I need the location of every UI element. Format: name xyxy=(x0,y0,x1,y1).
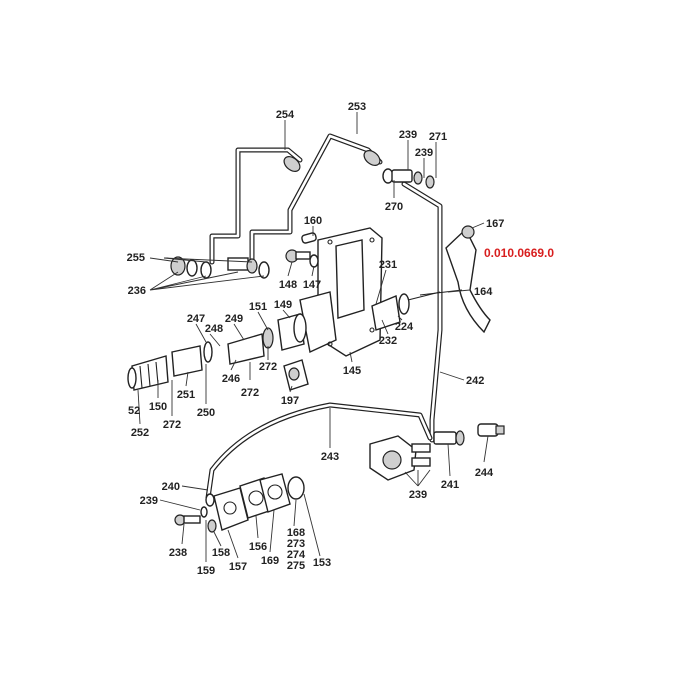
callout-157: 157 xyxy=(229,561,247,573)
washer-158 xyxy=(207,519,217,533)
seal-ring-168 xyxy=(287,476,305,500)
tube-242 xyxy=(401,181,443,443)
callout-159: 159 xyxy=(197,565,215,577)
callout-242: 242 xyxy=(466,375,484,387)
fitting-241 xyxy=(433,430,465,446)
callout-labels: 254 253 239 271 239 270 167 0.010.0669.0… xyxy=(127,101,555,577)
callout-246: 246 xyxy=(222,373,240,385)
callout-160: 160 xyxy=(304,215,322,227)
pin-160 xyxy=(301,232,317,244)
callout-275: 275 xyxy=(287,560,305,572)
valve-231 xyxy=(371,291,441,331)
callout-164: 164 xyxy=(474,286,493,298)
callout-239: 239 xyxy=(140,495,158,507)
callout-252: 252 xyxy=(131,427,149,439)
callout-197: 197 xyxy=(281,395,299,407)
callout-270: 270 xyxy=(385,201,403,213)
tube-nut-253 xyxy=(363,150,381,166)
washer-240 xyxy=(200,493,215,518)
gasket-169 xyxy=(259,473,291,513)
bolt-148 xyxy=(285,249,311,263)
callout-239: 239 xyxy=(415,147,433,159)
callout-247: 247 xyxy=(187,313,205,325)
tube-254 xyxy=(209,147,303,265)
part-number-highlight: 0.010.0669.0 xyxy=(484,246,554,260)
callout-153: 153 xyxy=(313,557,331,569)
callout-249: 249 xyxy=(225,313,243,325)
callout-238: 238 xyxy=(169,547,187,559)
callout-236: 236 xyxy=(128,285,146,297)
bolt-238 xyxy=(174,514,201,526)
callout-156: 156 xyxy=(249,541,267,553)
callout-151: 151 xyxy=(249,301,267,313)
callout-250: 250 xyxy=(197,407,215,419)
piston-assembly xyxy=(127,313,307,391)
callout-274: 274 xyxy=(287,549,306,561)
callout-240: 240 xyxy=(162,481,180,493)
housing-145 xyxy=(299,227,383,357)
tube-243 xyxy=(205,402,433,501)
shift-fork-164 xyxy=(419,225,491,334)
callout-168: 168 xyxy=(287,527,305,539)
tube-nut-254 xyxy=(283,156,301,172)
callout-241: 241 xyxy=(441,479,459,491)
fitting-197 xyxy=(283,359,309,391)
callout-224: 224 xyxy=(395,321,414,333)
callout-244: 244 xyxy=(475,467,494,479)
callout-251: 251 xyxy=(177,389,195,401)
callout-52: 52 xyxy=(128,405,140,417)
callout-271: 271 xyxy=(429,131,447,143)
callout-255: 255 xyxy=(127,252,145,264)
callout-167: 167 xyxy=(486,218,504,230)
tube-253 xyxy=(249,133,383,269)
callout-149: 149 xyxy=(274,299,292,311)
sensor-244 xyxy=(477,423,505,437)
callout-243: 243 xyxy=(321,451,339,463)
callout-272: 272 xyxy=(241,387,259,399)
callout-272: 272 xyxy=(163,419,181,431)
callout-253: 253 xyxy=(348,101,366,113)
callout-169: 169 xyxy=(261,555,279,567)
washer-147 xyxy=(309,254,319,268)
callout-158: 158 xyxy=(212,547,230,559)
callout-273: 273 xyxy=(287,538,305,550)
callout-232: 232 xyxy=(379,335,397,347)
cover-plate-157 xyxy=(213,487,249,531)
callout-231: 231 xyxy=(379,259,397,271)
callout-150: 150 xyxy=(149,401,167,413)
banjo-fitting-270 xyxy=(382,168,435,189)
callout-147: 147 xyxy=(303,279,321,291)
callout-248: 248 xyxy=(205,323,223,335)
callout-254: 254 xyxy=(276,109,295,121)
callout-239: 239 xyxy=(409,489,427,501)
pump-239 xyxy=(369,435,431,481)
leader-lines xyxy=(137,112,489,562)
callout-272: 272 xyxy=(259,361,277,373)
callout-148: 148 xyxy=(279,279,297,291)
callout-239: 239 xyxy=(399,129,417,141)
callout-145: 145 xyxy=(343,365,361,377)
